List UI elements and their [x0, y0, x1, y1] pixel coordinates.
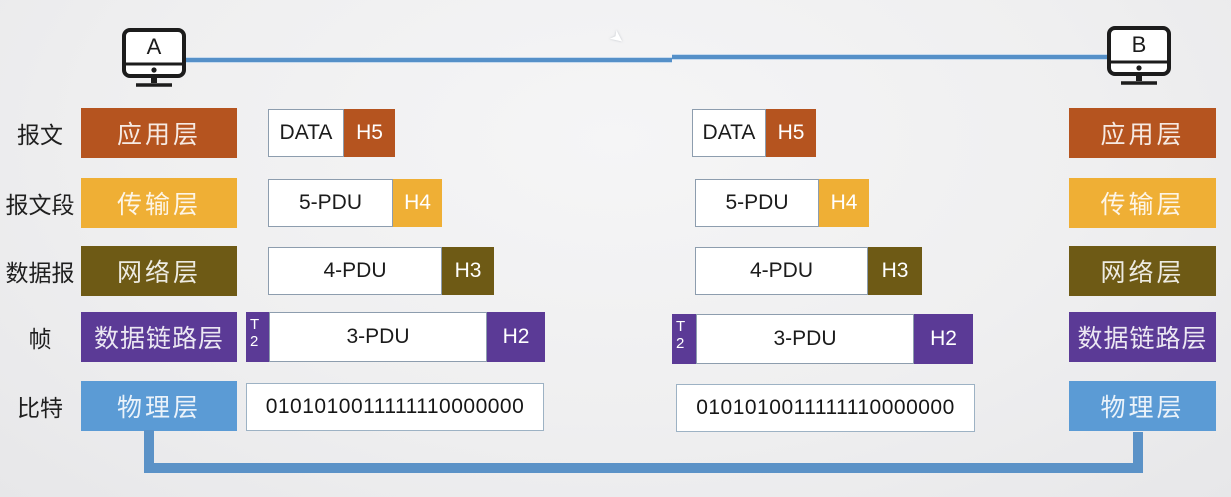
pdu-header-box: H4	[393, 179, 442, 227]
frame-trailer-line1: T	[250, 316, 260, 333]
pdu-payload-box: DATA	[268, 109, 344, 157]
pdu-payload-box: 5-PDU	[695, 179, 819, 227]
pdu-payload-box: 4-PDU	[268, 247, 442, 295]
frame-trailer-line1: T	[676, 318, 686, 335]
pdu-header-box: H3	[868, 247, 922, 295]
pdu-header-box: H2	[487, 312, 545, 362]
frame-trailer-line2: 2	[676, 335, 685, 352]
layer-box-transport-right: 传输层	[1069, 178, 1216, 228]
host-a: A	[121, 27, 187, 89]
host-b: B	[1106, 25, 1172, 87]
pdu-header-box: H4	[819, 179, 869, 227]
bit-stream-box: 0101010011111110000000	[246, 383, 544, 431]
layer-box-physical-left: 物理层	[81, 381, 237, 431]
monitor-icon	[122, 28, 186, 87]
pdu-payload-box: 3-PDU	[696, 314, 914, 364]
link-line-top-left-segment	[186, 58, 672, 62]
link-line-top-right-segment	[672, 55, 1110, 59]
layer-box-application-right: 应用层	[1069, 108, 1216, 158]
pdu-payload-box: 3-PDU	[269, 312, 487, 362]
monitor-icon	[1107, 26, 1171, 85]
host-b-label: B	[1131, 32, 1147, 57]
frame-trailer-box: T 2	[672, 314, 696, 364]
pdu-payload-box: 4-PDU	[695, 247, 868, 295]
mouse-cursor-icon: ➤	[605, 25, 629, 50]
layer-box-network-right: 网络层	[1069, 246, 1216, 296]
row-label-frame: 帧	[28, 326, 52, 352]
layer-box-physical-right: 物理层	[1069, 381, 1216, 431]
row-label-datagram: 数据报	[5, 260, 75, 286]
row-label-message: 报文	[17, 122, 63, 148]
layer-box-network-left: 网络层	[81, 246, 237, 296]
pdu-payload-box: DATA	[692, 109, 766, 157]
pdu-header-box: H5	[766, 109, 816, 157]
row-label-bit: 比特	[17, 395, 63, 421]
bit-stream-box: 0101010011111110000000	[676, 384, 975, 432]
row-label-segment: 报文段	[5, 192, 75, 218]
pdu-header-box: H3	[442, 247, 494, 295]
physical-link-right-drop	[1133, 432, 1143, 473]
layer-box-datalink-left: 数据链路层	[81, 312, 237, 362]
pdu-header-box: H5	[344, 109, 395, 157]
layer-box-transport-left: 传输层	[81, 178, 237, 228]
physical-link-left-drop	[144, 430, 154, 470]
physical-link-bottom-line	[144, 463, 1143, 473]
layer-box-application-left: 应用层	[81, 108, 237, 158]
pdu-header-box: H2	[914, 314, 973, 364]
frame-trailer-box: T 2	[246, 312, 269, 362]
layer-box-datalink-right: 数据链路层	[1069, 312, 1216, 362]
frame-trailer-line2: 2	[250, 333, 259, 350]
host-a-label: A	[146, 34, 162, 59]
pdu-payload-box: 5-PDU	[268, 179, 393, 227]
